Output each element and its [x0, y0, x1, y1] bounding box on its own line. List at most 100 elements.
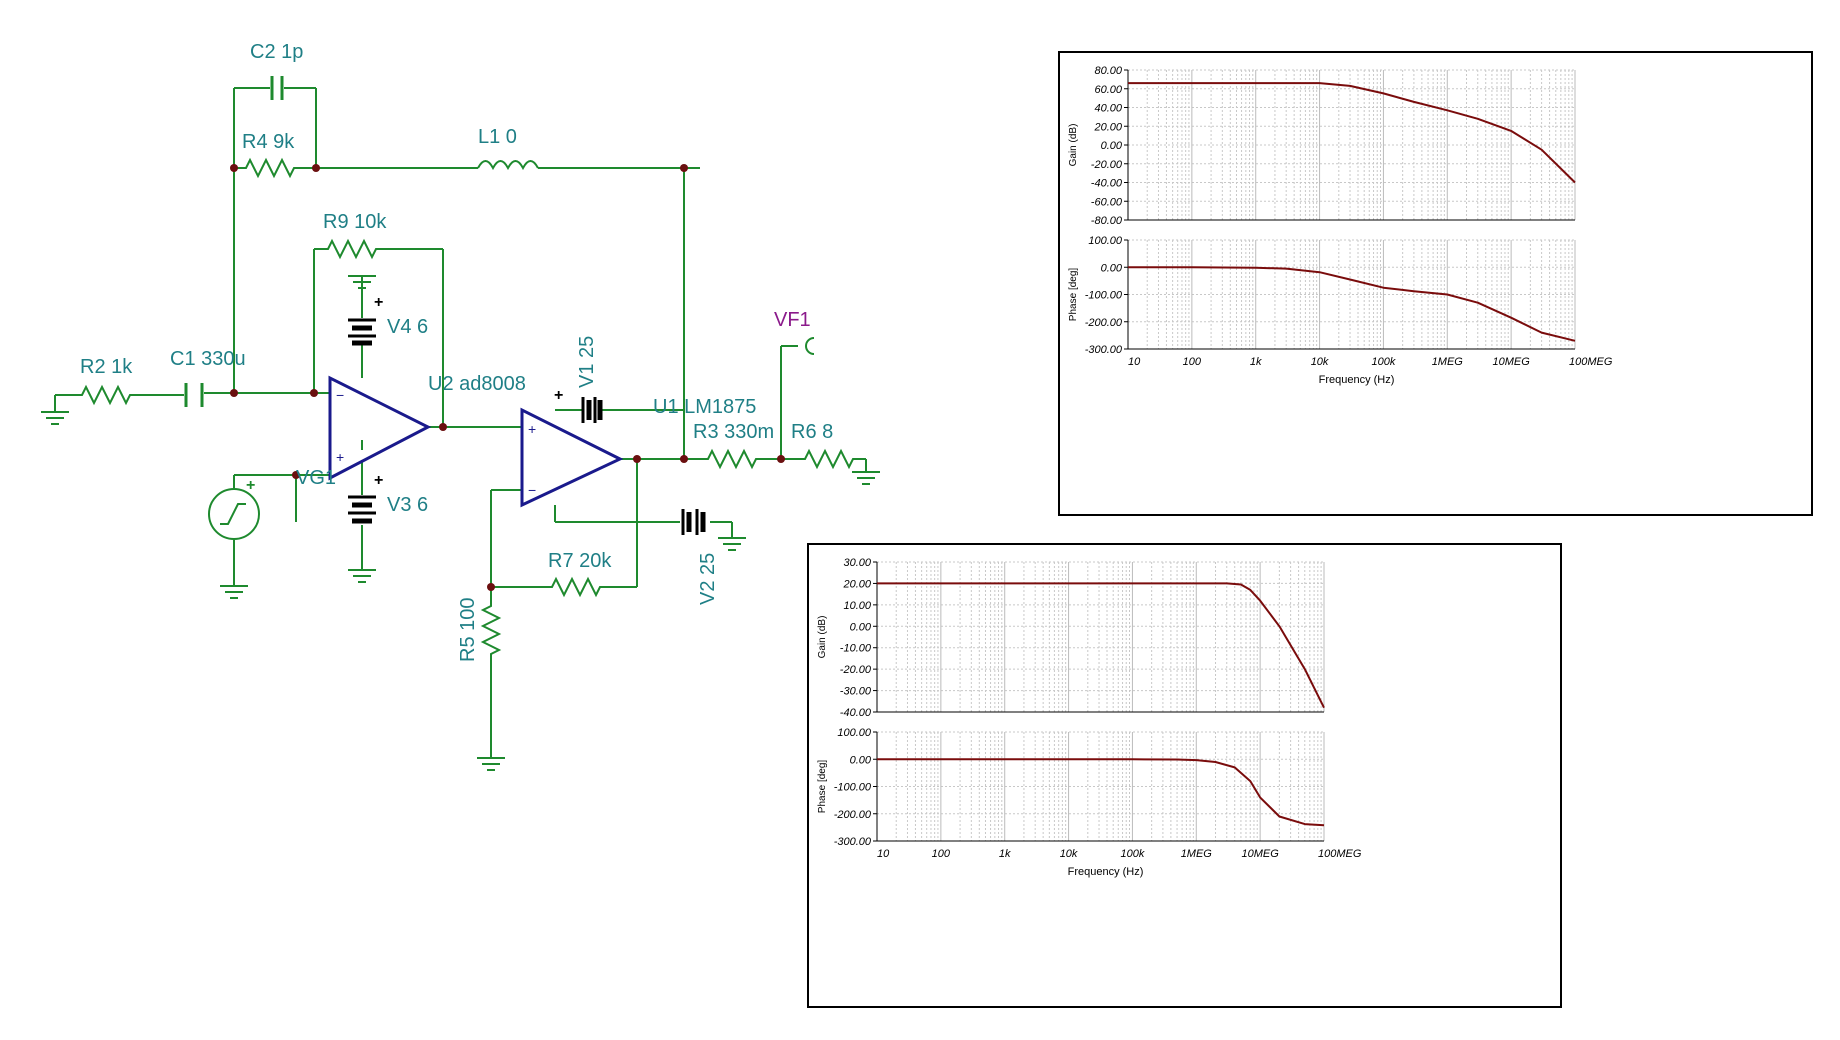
phase-tick-label: -300.00 — [834, 836, 872, 848]
r4-label: R4 9k — [242, 131, 295, 153]
vf1-probe-icon — [805, 337, 815, 355]
x-tick-label: 1k — [1250, 356, 1262, 368]
r4-resistor — [240, 157, 298, 179]
r9-label: R9 10k — [323, 211, 387, 233]
c2-label: C2 1p — [250, 41, 303, 63]
x-axis-label: Frequency (Hz) — [1319, 374, 1395, 386]
junction-dots — [230, 164, 785, 591]
bode-plot-panel-2: 30.00 20.00 10.00 0.00 -10.00 -20.00 -30.00 -40… — [807, 543, 1562, 1008]
battery-symbols — [348, 318, 706, 535]
gain-tick-label: 0.00 — [850, 621, 872, 633]
vg1-label: VG1 — [296, 467, 336, 489]
svg-text:−: − — [336, 387, 344, 403]
r5-resistor — [480, 600, 502, 662]
bode-plot-panel-1: 80.00 60.00 40.00 20.00 0.00 -20.00 -40.00 -60.… — [1058, 51, 1813, 516]
phase-series-line — [877, 758, 1325, 827]
gain-tick-label: -30.00 — [840, 686, 872, 698]
svg-text:+: + — [528, 421, 536, 437]
vg1-source — [208, 488, 260, 540]
plus-sign: + — [554, 387, 563, 404]
phase-tick-label: -100.00 — [834, 782, 872, 794]
phase-tick-label: -200.00 — [834, 809, 872, 821]
r2-label: R2 1k — [80, 356, 133, 378]
r9-resistor — [322, 238, 380, 260]
gain-tick-label: -20.00 — [1091, 159, 1123, 171]
x-tick-label: 100 — [932, 848, 951, 860]
v4-label: V4 6 — [387, 316, 428, 338]
phase-tick-label: 0.00 — [1101, 262, 1123, 274]
x-tick-label: 1MEG — [1181, 848, 1213, 860]
gain-tick-label: 10.00 — [843, 600, 871, 612]
x-tick-label: 10 — [1128, 356, 1141, 368]
bode-plot-1: 80.00 60.00 40.00 20.00 0.00 -20.00 -40.00 -60.… — [1068, 65, 1613, 386]
c1-label: C1 330u — [170, 348, 246, 370]
gain-axis-label: Gain (dB) — [817, 616, 828, 659]
gain-tick-label: -40.00 — [840, 707, 872, 719]
gain-series-line — [1128, 82, 1576, 184]
x-tick-label: 10MEG — [1492, 356, 1530, 368]
r3-resistor — [700, 448, 760, 470]
l1-label: L1 0 — [478, 126, 517, 148]
plus-sign: + — [374, 472, 383, 489]
svg-text:+: + — [336, 449, 344, 465]
wires — [55, 87, 867, 758]
x-tick-label: 100MEG — [1318, 848, 1362, 860]
x-tick-label: 10k — [1311, 356, 1329, 368]
r3-label: R3 330m — [693, 421, 774, 443]
gain-tick-label: 30.00 — [843, 557, 871, 569]
phase-tick-label: -100.00 — [1085, 290, 1123, 302]
r2-resistor — [72, 384, 142, 406]
x-tick-label: 1k — [999, 848, 1011, 860]
x-tick-label: 10 — [877, 848, 890, 860]
x-tick-label: 100k — [1371, 356, 1395, 368]
r7-resistor — [544, 576, 604, 598]
phase-axis-label: Phase [deg] — [1068, 268, 1079, 322]
phase-tick-label: -200.00 — [1085, 317, 1123, 329]
gain-tick-label: 80.00 — [1094, 65, 1122, 77]
v2-label: V2 25 — [697, 553, 719, 605]
svg-text:−: − — [528, 482, 536, 498]
x-tick-label: 10k — [1060, 848, 1078, 860]
circuit-schematic: + + + + − + + − C2 1p R4 9k L1 0 R9 10k — [41, 41, 880, 771]
r6-label: R6 8 — [791, 421, 833, 443]
vf1-label: VF1 — [774, 309, 811, 331]
gain-tick-label: 20.00 — [1093, 121, 1122, 133]
u1-opamp — [520, 407, 624, 508]
r5-label: R5 100 — [457, 598, 479, 663]
phase-series-line — [1128, 266, 1576, 342]
gain-tick-label: 20.00 — [842, 578, 871, 590]
gain-tick-label: 60.00 — [1094, 84, 1122, 96]
phase-axis-label: Phase [deg] — [817, 760, 828, 814]
r6-resistor — [797, 448, 857, 470]
gain-tick-label: -10.00 — [840, 643, 872, 655]
gain-tick-label: 40.00 — [1094, 103, 1122, 115]
gain-tick-label: -80.00 — [1091, 215, 1123, 227]
u2-opamp — [328, 375, 432, 481]
x-tick-label: 10MEG — [1241, 848, 1279, 860]
v3-label: V3 6 — [387, 494, 428, 516]
x-tick-label: 100MEG — [1569, 356, 1613, 368]
gain-series-line — [877, 582, 1325, 709]
x-tick-label: 100k — [1120, 848, 1144, 860]
plus-sign: + — [374, 294, 383, 311]
gain-tick-label: -40.00 — [1091, 178, 1123, 190]
u2-label: U2 ad8008 — [428, 373, 526, 395]
v1-label: V1 25 — [576, 336, 598, 388]
gain-tick-label: -60.00 — [1091, 196, 1123, 208]
gain-axis-label: Gain (dB) — [1068, 124, 1079, 167]
plus-sign: + — [246, 477, 255, 494]
gain-tick-label: 0.00 — [1101, 140, 1123, 152]
x-tick-label: 100 — [1183, 356, 1202, 368]
r7-label: R7 20k — [548, 550, 612, 572]
l1-inductor — [477, 160, 539, 171]
u1-label: U1 LM1875 — [653, 396, 756, 418]
x-tick-label: 1MEG — [1432, 356, 1464, 368]
phase-tick-label: -300.00 — [1085, 344, 1123, 356]
x-axis-label: Frequency (Hz) — [1068, 866, 1144, 878]
phase-tick-label: 100.00 — [837, 727, 872, 739]
phase-tick-label: 100.00 — [1088, 235, 1123, 247]
bode-plot-2: 30.00 20.00 10.00 0.00 -10.00 -20.00 -30.00 -40… — [817, 557, 1362, 878]
gain-tick-label: -20.00 — [840, 664, 872, 676]
ground-symbols — [41, 275, 880, 771]
phase-tick-label: 0.00 — [850, 754, 872, 766]
